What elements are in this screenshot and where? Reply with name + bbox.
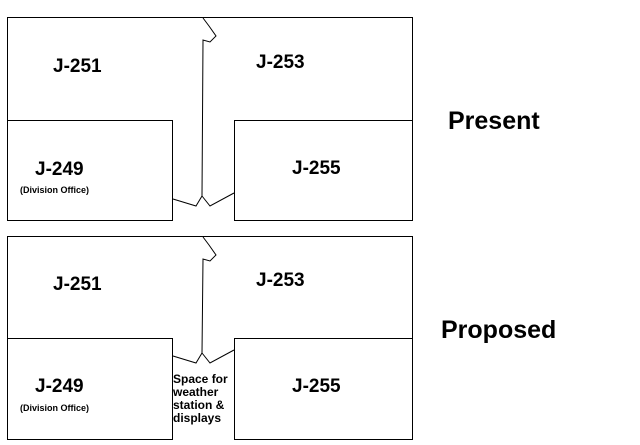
room-j255-label: J-255 [292, 376, 341, 397]
present-plan-outline [7, 17, 413, 222]
space-note-line: weather [173, 385, 219, 399]
room-j251-label: J-251 [53, 274, 102, 295]
proposed-plan-outline [7, 236, 413, 441]
space-note: Space for weather station & displays [173, 373, 228, 425]
present-caption: Present [448, 107, 540, 135]
partition-line-left [172, 236, 217, 364]
room-j255-outline [234, 120, 413, 221]
room-j249-label: J-249 [35, 376, 84, 397]
room-j249-sublabel: (Division Office) [20, 185, 90, 195]
space-note-line: displays [173, 411, 222, 425]
room-j253-label: J-253 [256, 52, 305, 73]
room-j249-outline [7, 338, 173, 440]
partition-line-right [201, 349, 235, 364]
room-j255-label: J-255 [292, 158, 341, 179]
partition-line-left [172, 17, 217, 207]
room-j251-label: J-251 [53, 56, 102, 77]
room-j249-outline [7, 120, 173, 221]
proposed-floor-plan: J-251 J-253 J-249 (Division Office) J-25… [0, 235, 640, 445]
space-note-line: station & [173, 398, 225, 412]
room-j253-label: J-253 [256, 270, 305, 291]
present-floor-plan: J-251 J-253 J-249 (Division Office) J-25… [0, 16, 640, 226]
room-j249-sublabel: (Division Office) [20, 403, 90, 413]
partition-line-right [201, 192, 235, 207]
proposed-caption: Proposed [441, 316, 557, 344]
room-j255-outline [234, 338, 413, 440]
room-j249-label: J-249 [35, 159, 84, 180]
space-note-line: Space for [173, 372, 228, 386]
